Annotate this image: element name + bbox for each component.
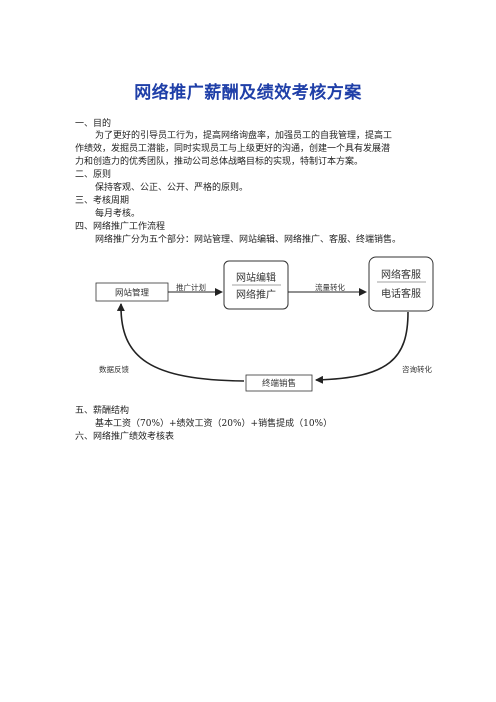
section-heading-salary: 五、薪酬结构	[75, 406, 130, 416]
section-heading-workflow: 四、网络推广工作流程	[75, 222, 166, 232]
box-phone-service-label: 电话客服	[381, 287, 421, 300]
box-promotion-label: 网络推广	[236, 288, 276, 301]
arrow-traffic-conversion-label: 流量转化	[315, 282, 345, 292]
arrow-consult-conversion-label: 咨询转化	[402, 364, 432, 374]
section-heading-purpose: 一、目的	[75, 119, 112, 129]
box-editing-label: 网站编辑	[236, 271, 276, 284]
arrow-data-feedback-label: 数据反馈	[99, 364, 129, 374]
purpose-line-3: 力和创造力的优秀团队，推动公司总体战略目标的实现，特制订本方案。	[75, 157, 364, 167]
purpose-line-1: 为了更好的引导员工行为，提高网络询盘率，加强员工的自我管理，提高工	[95, 131, 393, 141]
purpose-line-2: 作绩效，发掘员工潜能，同时实现员工与上级更好的沟通，创建一个具有发展潜	[75, 144, 391, 154]
box-website-management-label: 网站管理	[115, 288, 150, 299]
box-terminal-sales	[245, 374, 313, 392]
workflow-text: 网络推广分为五个部分：网站管理、网站编辑、网络推广、客服、终端销售。	[95, 235, 402, 245]
principle-text: 保持客观、公正、公开、严格的原则。	[95, 183, 249, 193]
cycle-text: 每月考核。	[95, 209, 141, 219]
arrow-consult-conversion	[315, 311, 409, 384]
salary-structure-text: 基本工资（70%）+绩效工资（20%）+销售提成（10%）	[95, 419, 333, 429]
document-title: 网络推广薪酬及绩效考核方案	[134, 83, 362, 103]
box-online-service-label: 网络客服	[381, 268, 421, 281]
arrow-data-feedback	[116, 303, 245, 382]
box-terminal-sales-label: 终端销售	[262, 378, 296, 389]
section-heading-principle: 二、原则	[75, 170, 112, 180]
section-heading-appraisal-table: 六、网络推广绩效考核表	[75, 432, 175, 442]
section-heading-cycle: 三、考核周期	[75, 196, 130, 206]
box-customer-service	[368, 256, 434, 312]
arrow-promotion-plan-label: 推广计划	[176, 282, 206, 292]
